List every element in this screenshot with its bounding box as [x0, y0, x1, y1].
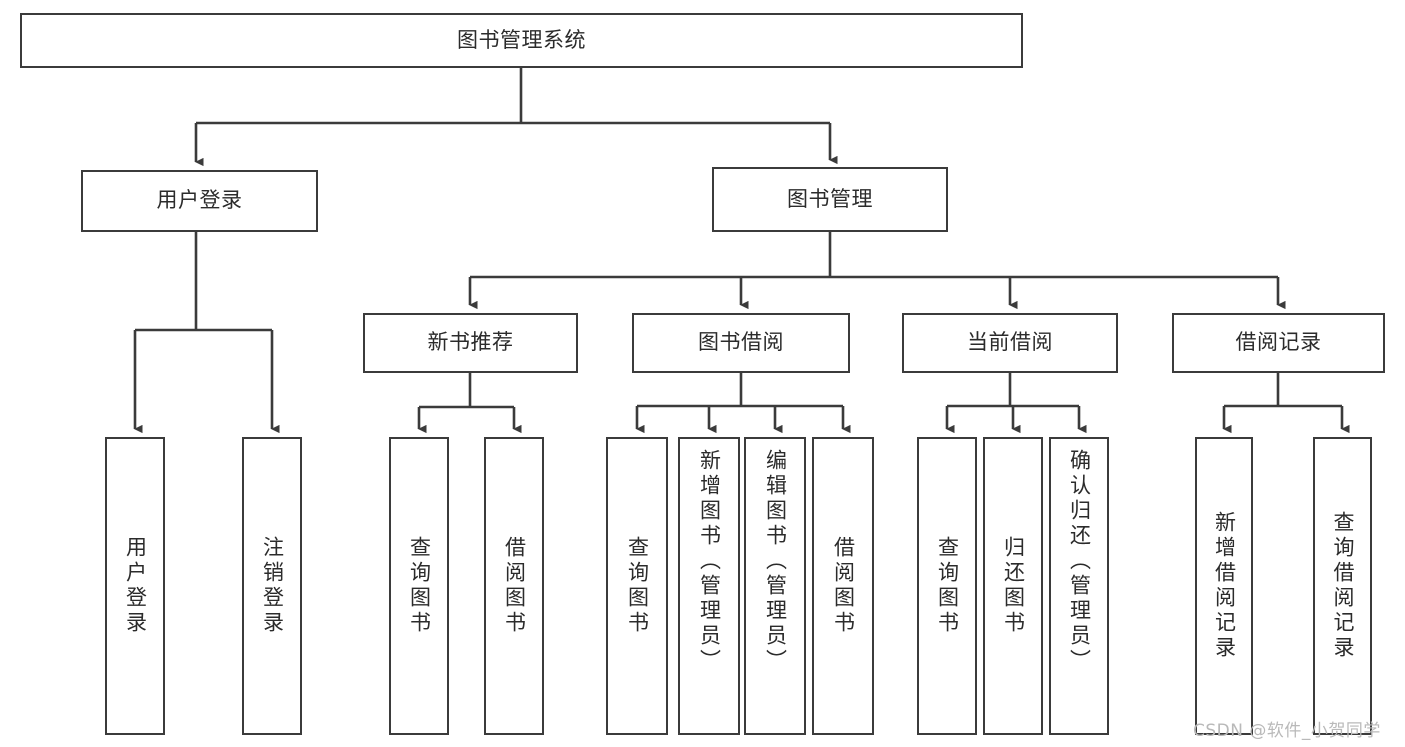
leaf-bb-add-book-admin-label: 新增图书（管理员） — [697, 449, 722, 674]
node-borrow-record[interactable]: 借阅记录 — [1172, 313, 1385, 373]
node-book-borrow[interactable]: 图书借阅 — [632, 313, 850, 373]
leaf-bb-add-book-admin[interactable]: 新增图书（管理员） — [678, 437, 740, 735]
node-root[interactable]: 图书管理系统 — [20, 13, 1023, 68]
node-new-book-recommend-label: 新书推荐 — [427, 330, 514, 355]
leaf-nbr-borrow-book-label: 借阅图书 — [502, 536, 527, 636]
leaf-bb-query-book[interactable]: 查询图书 — [606, 437, 668, 735]
node-book-management[interactable]: 图书管理 — [712, 167, 948, 232]
leaf-br-add-record[interactable]: 新增借阅记录 — [1195, 437, 1253, 735]
leaf-user-login[interactable]: 用户登录 — [105, 437, 165, 735]
leaf-user-logout-label: 注销登录 — [260, 536, 285, 636]
leaf-cb-return-book-label: 归还图书 — [1001, 536, 1026, 636]
leaf-user-login-label: 用户登录 — [123, 536, 148, 636]
leaf-bb-borrow-book[interactable]: 借阅图书 — [812, 437, 874, 735]
leaf-cb-return-book[interactable]: 归还图书 — [983, 437, 1043, 735]
leaf-cb-query-book[interactable]: 查询图书 — [917, 437, 977, 735]
node-book-management-label: 图书管理 — [787, 186, 873, 211]
leaf-br-query-record-label: 查询借阅记录 — [1331, 511, 1355, 661]
node-user-login[interactable]: 用户登录 — [81, 170, 318, 232]
leaf-bb-edit-book-admin[interactable]: 编辑图书（管理员） — [744, 437, 806, 735]
node-new-book-recommend[interactable]: 新书推荐 — [363, 313, 578, 373]
leaf-nbr-query-book[interactable]: 查询图书 — [389, 437, 449, 735]
node-current-borrow[interactable]: 当前借阅 — [902, 313, 1118, 373]
leaf-cb-query-book-label: 查询图书 — [935, 536, 960, 636]
leaf-user-logout[interactable]: 注销登录 — [242, 437, 302, 735]
leaf-br-query-record[interactable]: 查询借阅记录 — [1313, 437, 1372, 735]
leaf-bb-borrow-book-label: 借阅图书 — [831, 536, 856, 636]
node-root-label: 图书管理系统 — [457, 27, 586, 52]
leaf-br-add-record-label: 新增借阅记录 — [1212, 511, 1237, 661]
node-current-borrow-label: 当前借阅 — [967, 330, 1053, 355]
leaf-nbr-query-book-label: 查询图书 — [407, 536, 432, 636]
node-book-borrow-label: 图书借阅 — [698, 330, 784, 355]
leaf-cb-confirm-return-admin-label: 确认归还（管理员） — [1067, 449, 1092, 674]
leaf-bb-edit-book-admin-label: 编辑图书（管理员） — [763, 449, 788, 674]
node-user-login-label: 用户登录 — [156, 188, 243, 213]
node-borrow-record-label: 借阅记录 — [1235, 330, 1322, 355]
leaf-bb-query-book-label: 查询图书 — [625, 536, 650, 636]
leaf-cb-confirm-return-admin[interactable]: 确认归还（管理员） — [1049, 437, 1109, 735]
leaf-nbr-borrow-book[interactable]: 借阅图书 — [484, 437, 544, 735]
csdn-watermark: CSDN @软件_小贺同学 — [1193, 721, 1381, 741]
